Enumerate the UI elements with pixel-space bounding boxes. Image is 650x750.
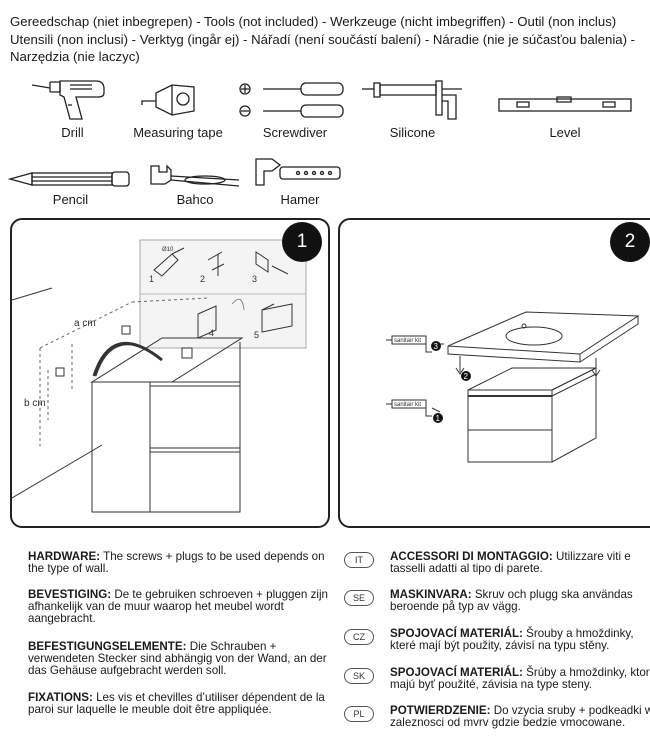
detail-label: 5 [254, 330, 259, 340]
language-code: IT [344, 552, 374, 568]
instruction-text: Die Schrauben + verwendeten Stecker sind… [28, 640, 327, 678]
drill-size-label: Ø10 [162, 247, 174, 253]
language-code: CZ [344, 629, 374, 645]
level-icon [498, 96, 632, 112]
header-line-2: Utensili (non inclusi) - Verktyg (ingår … [10, 31, 636, 47]
step-2-illustration: sanitair kit sanitair kit 3 2 1 [386, 311, 640, 463]
instruction-title: FIXATIONS: [28, 691, 93, 704]
tool-screwdriver: Screwdiver [235, 75, 355, 145]
instruction-title: MASKINVARA: [390, 588, 472, 601]
detail-label: 4 [209, 328, 214, 338]
instruction-text: Skruv och plugg ska användas beroende på… [390, 588, 633, 614]
language-code: SE [344, 590, 374, 606]
callout-2: 2 [464, 372, 469, 381]
tool-hamer: Hamer [250, 155, 350, 210]
tool-label: Level [549, 125, 581, 140]
tool-label: Drill [61, 125, 84, 140]
tool-level: Level [495, 75, 635, 145]
tool-label: Hamer [280, 192, 320, 207]
measuring-tape-icon [141, 84, 195, 116]
instruction-title: ACCESSORI DI MONTAGGIO: [390, 550, 553, 563]
instruction-text: Šrouby a hmoždinky, které mají být použi… [390, 627, 634, 653]
sanitair-kit-label: sanitair kit [394, 402, 421, 408]
sanitair-kit-label: sanitair kit [394, 338, 421, 344]
callout-1: 1 [436, 414, 441, 423]
dim-b-label: b cm [24, 398, 46, 409]
callout-3: 3 [434, 342, 439, 351]
tool-measuring-tape: Measuring tape [128, 75, 228, 145]
detail-label: 1 [149, 274, 154, 284]
tool-label: Screwdiver [262, 125, 328, 140]
step-1-panel: a cm b cm Ø10 1 2 3 4 5 1 [10, 218, 330, 528]
silicone-gun-icon [362, 80, 462, 120]
step-2-panel: sanitair kit sanitair kit 3 2 1 2 [338, 218, 650, 528]
tool-label: Silicone [389, 125, 436, 140]
instruction-text: Utilizzare viti e tasselli adatti al tip… [390, 550, 631, 576]
tools-header: Gereedschap (niet inbegrepen) - Tools (n… [10, 13, 650, 66]
tool-bahco: Bahco [145, 162, 245, 210]
instruction-title: SPOJOVACÍ MATERIÁL: [390, 666, 523, 679]
tool-label: Pencil [52, 192, 89, 207]
instruction-title: SPOJOVACÍ MATERIÁL: [390, 627, 523, 640]
tool-silicone: Silicone [360, 75, 465, 145]
instruction-text: The screws + plugs to be used depends on… [28, 550, 325, 576]
dim-a-label: a cm [74, 318, 96, 329]
instruction-text: De te gebruiken schroeven + pluggen zijn… [28, 588, 329, 626]
drill-icon [31, 80, 105, 120]
tool-pencil: Pencil [7, 165, 133, 210]
instruction-text: Šrúby a hmoždinky, ktoré majú byť použit… [390, 666, 650, 692]
hammer-icon [255, 158, 341, 186]
tool-label: Bahco [176, 192, 214, 207]
language-code: PL [344, 706, 374, 722]
step-1-illustration: a cm b cm Ø10 1 2 3 4 5 [12, 239, 307, 513]
detail-label: 2 [200, 274, 205, 284]
header-line-3: Narzędzia (nie laczyc) [10, 49, 140, 64]
instruction-title: HARDWARE: [28, 550, 101, 563]
tool-drill: Drill [30, 75, 115, 145]
instruction-title: BEFESTIGUNGSELEMENTE: [28, 640, 187, 653]
detail-label: 3 [252, 274, 257, 284]
instruction-text: Do vzycia sruby + podkeadki w zaleznosci… [390, 704, 650, 730]
step-number-badge: 1 [282, 222, 322, 262]
header-line-1: Gereedschap (niet inbegrepen) - Tools (n… [10, 14, 617, 29]
screwdriver-icon [239, 82, 344, 118]
pencil-icon [7, 171, 130, 187]
step-number-badge: 2 [610, 222, 650, 262]
wrench-icon [150, 164, 240, 187]
instruction-title: BEVESTIGING: [28, 588, 112, 601]
instruction-text: Les vis et chevilles d’utiliser dépenden… [28, 691, 325, 717]
instruction-title: POTWIERDZENIE: [390, 704, 491, 717]
language-code: SK [344, 668, 374, 684]
tool-label: Measuring tape [133, 125, 223, 140]
